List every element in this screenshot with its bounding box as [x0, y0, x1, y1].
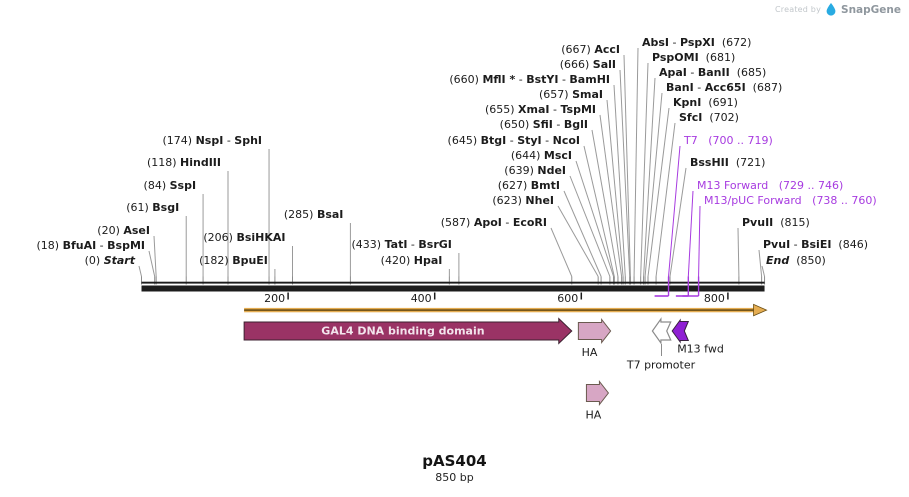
sequence-bar-top-line: [141, 281, 765, 284]
ha-tag-label-top: HA: [582, 346, 598, 359]
leader-kpni: [647, 107, 670, 277]
site-label-msci: (644) MscI: [511, 149, 572, 162]
site-label-bsai: (285) BsaI: [284, 208, 344, 221]
site-label-kpni: KpnI (691): [673, 96, 738, 109]
leader-xmai-tspmi: [599, 114, 623, 277]
site-label-bpuei: (182) BpuEI: [199, 254, 268, 267]
site-label-pvui-bsiei: PvuI - BsiEI (846): [763, 238, 868, 251]
site-label-apai-banii: ApaI - BanII (685): [659, 66, 766, 79]
site-label-tati-bsrgi: (433) TatI - BsrGI: [351, 238, 451, 251]
site-label-mfli-bstyi-bamhi: (660) MflI * - BstYI - BamHI: [449, 73, 610, 86]
ha-tag-arrow-bottom: [585, 380, 610, 406]
title-block: pAS404 850 bp: [0, 452, 909, 484]
credit-brand: SnapGene: [841, 3, 901, 16]
primer-leader-t7: [668, 145, 681, 277]
site-label-pvuii: PvuII (815): [742, 216, 810, 229]
leader-apai-banii: [643, 77, 656, 277]
site-label-sali: (666) SalI: [560, 58, 616, 71]
leader-msci: [575, 160, 615, 277]
site-label-ndei: (639) NdeI: [504, 164, 566, 177]
leader-bmti: [563, 190, 602, 277]
plasmid-length: 850 bp: [435, 471, 474, 484]
leader-absi-pspxi: [633, 47, 639, 277]
plasmid-name: pAS404: [422, 452, 487, 470]
site-label-bsshii: BssHII (721): [690, 156, 765, 169]
gal4-feature-arrow: [243, 317, 573, 345]
sequence-bar: [141, 285, 765, 292]
site-label-nspi-sphi: (174) NspI - SphI: [163, 134, 263, 147]
leader-mfli-bstyi-bamhi: [613, 84, 626, 277]
site-label-smai: (657) SmaI: [539, 88, 603, 101]
primer-leader-m13-puc-forward: [698, 205, 701, 277]
leader-end: [761, 265, 766, 277]
site-label-bsgi: (61) BsgI: [126, 201, 179, 214]
leader-smai: [606, 99, 624, 277]
snapgene-credit: Created by SnapGene: [775, 3, 901, 16]
leader-bani-acc65i: [644, 92, 663, 277]
site-label-asei: (20) AseI: [97, 224, 150, 237]
site-label-bsihkai: (206) BsiHKAI: [203, 231, 285, 244]
primer-leader-m13-forward: [687, 190, 694, 277]
orf-line-core: [244, 309, 754, 311]
leader-ndei: [569, 175, 611, 277]
leader-bfuai-bspmi: [148, 250, 156, 277]
leader-acci: [623, 54, 631, 277]
site-label-pspomi: PspOMI (681): [652, 51, 735, 64]
site-label-sfci: SfcI (702): [679, 111, 739, 124]
snapgene-logo-icon: [826, 3, 836, 16]
site-label-acci: (667) AccI: [561, 43, 620, 56]
site-label-bmti: (627) BmtI: [498, 179, 560, 192]
site-label-start: (0) Start: [85, 254, 136, 267]
ha-tag-arrow-top: [577, 318, 612, 344]
site-label-nhei: (623) NheI: [492, 194, 554, 207]
site-label-sspi: (84) SspI: [144, 179, 197, 192]
primer-label-m13-puc-forward: M13/pUC Forward (738 .. 760): [704, 194, 877, 207]
site-label-hindiii: (118) HindIII: [147, 156, 221, 169]
site-label-btgi-styi-ncoi: (645) BtgI - StyI - NcoI: [448, 134, 580, 147]
site-label-hpai: (420) HpaI: [381, 254, 443, 267]
ruler-tick-label: 600: [557, 292, 578, 305]
site-label-absi-pspxi: AbsI - PspXI (672): [642, 36, 751, 49]
leader-apoi-ecori: [550, 227, 573, 277]
primer-label-m13-forward: M13 Forward (729 .. 746): [697, 179, 843, 192]
primer-label-t7: T7 (700 .. 719): [683, 134, 773, 147]
leader-pvuii: [737, 227, 740, 277]
orf-arrowhead: [753, 303, 768, 317]
ha-tag-label-bottom: HA: [586, 409, 602, 422]
gal4-feature-label: GAL4 DNA binding domain: [321, 325, 484, 338]
site-label-bfuai-bspmi: (18) BfuAI - BspMI: [36, 239, 145, 252]
t7-promoter-label: T7 promoter: [626, 359, 696, 372]
site-label-xmai-tspmi: (655) XmaI - TspMI: [485, 103, 596, 116]
ruler-tick-label: 400: [411, 292, 432, 305]
leader-sfii-bgli: [591, 129, 619, 277]
leader-bsshii: [669, 167, 687, 277]
leader-pvui-bsiei: [758, 249, 763, 277]
ruler-tick-label: 800: [704, 292, 725, 305]
site-label-sfii-bgli: (650) SfiI - BglI: [500, 118, 588, 131]
leader-sfci: [655, 122, 676, 277]
m13-fwd-label: M13 fwd: [677, 343, 724, 356]
site-label-end: End (850): [766, 254, 826, 267]
leader-start: [138, 265, 142, 277]
m13-fwd-arrow: [671, 318, 690, 344]
site-label-apoi-ecori: (587) ApoI - EcoRI: [441, 216, 547, 229]
ruler-tick-label: 200: [264, 292, 285, 305]
leader-pspomi: [640, 62, 649, 277]
leader-btgi-styi-ncoi: [583, 145, 615, 277]
site-label-bani-acc65i: BanI - Acc65I (687): [666, 81, 782, 94]
leader-sali: [619, 69, 631, 277]
leader-asei: [153, 235, 157, 277]
credit-prefix: Created by: [775, 5, 822, 14]
t7-promoter-arrow: [651, 317, 672, 345]
leader-nhei: [557, 205, 599, 277]
